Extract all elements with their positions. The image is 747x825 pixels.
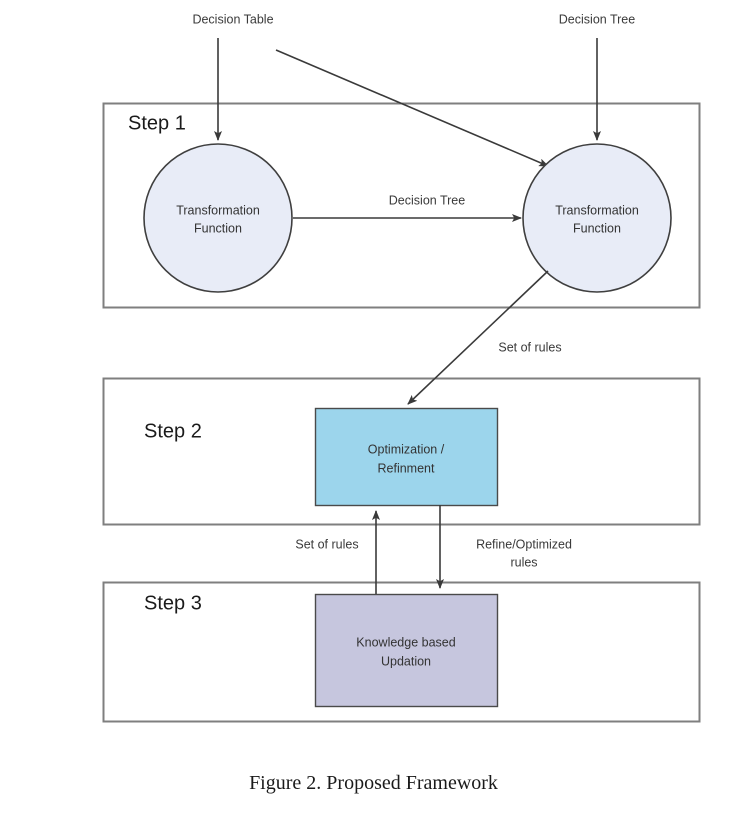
optimization-refinment-box bbox=[314, 407, 499, 507]
step-3-container bbox=[102, 581, 701, 723]
transformation-function-right-line1: Transformation bbox=[555, 203, 639, 217]
arrow-right-circle-to-optimization bbox=[407, 270, 549, 405]
decision-table-input-label: Decision Table bbox=[192, 12, 273, 26]
transformation-function-right-circle bbox=[522, 143, 672, 293]
step-3-label: Step 3 bbox=[144, 592, 202, 614]
edge-label-refine-optimized-rules-line1: Refine/Optimized bbox=[476, 537, 572, 551]
transformation-function-left-circle bbox=[143, 143, 293, 293]
step-2-container bbox=[102, 377, 701, 526]
transformation-function-left-line2: Function bbox=[194, 221, 242, 235]
edge-label-set-of-rules-bottom: Set of rules bbox=[295, 537, 358, 551]
knowledge-based-updation-line1: Knowledge based bbox=[356, 635, 455, 649]
knowledge-based-updation-line2: Updation bbox=[381, 654, 431, 668]
step-1-label: Step 1 bbox=[128, 112, 186, 134]
optimization-refinment-line2: Refinment bbox=[378, 461, 435, 475]
transformation-function-left-line1: Transformation bbox=[176, 203, 260, 217]
figure-caption: Figure 2. Proposed Framework bbox=[249, 772, 498, 794]
edge-label-set-of-rules-top: Set of rules bbox=[498, 340, 561, 354]
knowledge-based-updation-box bbox=[314, 593, 499, 708]
optimization-refinment-line1: Optimization / bbox=[368, 442, 445, 456]
arrow-decision-table-to-right-circle bbox=[275, 49, 549, 167]
edge-label-decision-tree: Decision Tree bbox=[389, 193, 465, 207]
decision-tree-input-label: Decision Tree bbox=[559, 12, 635, 26]
edge-label-refine-optimized-rules-line2: rules bbox=[510, 555, 537, 569]
step-2-label: Step 2 bbox=[144, 420, 202, 442]
transformation-function-right-line2: Function bbox=[573, 221, 621, 235]
